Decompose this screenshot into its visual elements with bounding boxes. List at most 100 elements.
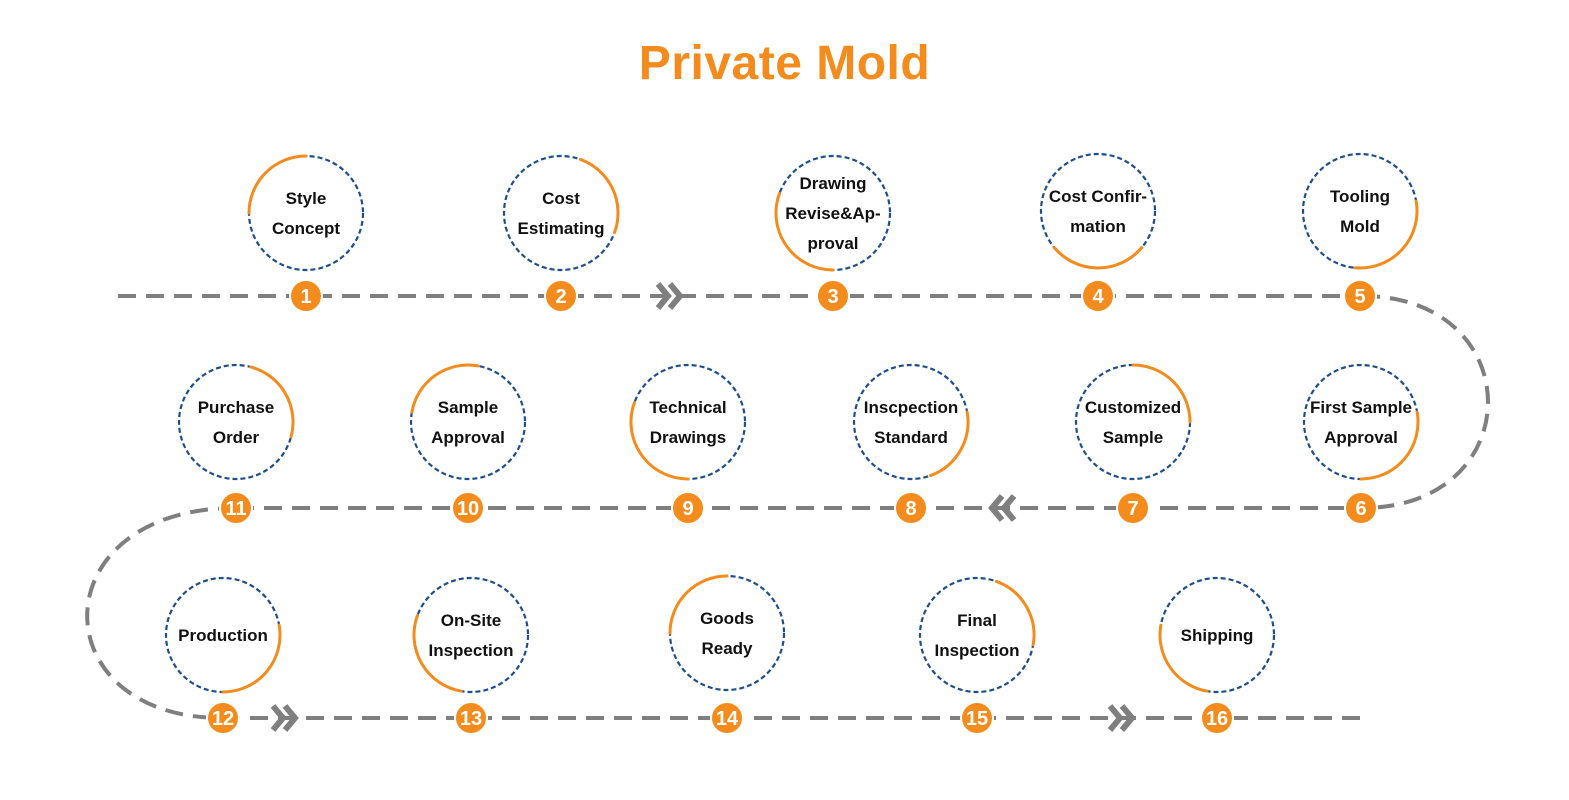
step-label-line: mation bbox=[1070, 217, 1126, 236]
step-number-badge bbox=[206, 701, 240, 735]
step-label-line: Approval bbox=[431, 428, 505, 447]
step-ring-accent bbox=[629, 401, 690, 481]
step-number: 13 bbox=[460, 708, 482, 730]
step-label-line: Sample bbox=[438, 398, 498, 417]
step-ring-accent bbox=[221, 623, 282, 694]
step-number-badge bbox=[1200, 701, 1234, 735]
page-title: Private Mold bbox=[638, 37, 931, 90]
step-label-line: Approval bbox=[1324, 428, 1398, 447]
step-number: 1 bbox=[300, 286, 311, 308]
step-number: 3 bbox=[827, 286, 838, 308]
step-ring-accent bbox=[412, 614, 463, 693]
step-number: 15 bbox=[966, 708, 988, 730]
step-label-line: Production bbox=[178, 626, 268, 645]
step-label-line: Drawing bbox=[799, 174, 866, 193]
process-step: Cost Confir-mation 4 bbox=[1039, 152, 1157, 313]
step-label-line: Shipping bbox=[1181, 626, 1254, 645]
step-label-line: Inspection bbox=[934, 641, 1019, 660]
step-ring-accent bbox=[1158, 623, 1209, 693]
step-ring-accent bbox=[247, 154, 308, 215]
step-ring-accent bbox=[1353, 199, 1419, 270]
step-label-line: Style bbox=[286, 189, 327, 208]
flow-curve-left bbox=[85, 506, 237, 720]
step-number: 8 bbox=[905, 498, 916, 520]
step-label-line: Order bbox=[213, 428, 260, 447]
chevron-right-icon bbox=[1107, 704, 1136, 732]
step-number: 6 bbox=[1355, 498, 1366, 520]
step-number-badge bbox=[451, 491, 485, 525]
step-number-badge bbox=[289, 279, 323, 313]
step-label-line: Customized bbox=[1085, 398, 1181, 417]
step-label-line: Sample bbox=[1103, 428, 1163, 447]
step-label-line: Mold bbox=[1340, 217, 1380, 236]
step-number: 11 bbox=[225, 498, 246, 520]
chevron-right-icon bbox=[655, 282, 684, 310]
step-label-line: Drawings bbox=[650, 428, 727, 447]
step-label-line: Ready bbox=[701, 639, 753, 658]
chevron-left-icon bbox=[988, 494, 1017, 522]
flow-curve-right bbox=[1361, 294, 1490, 510]
step-label-line: Purchase bbox=[198, 398, 275, 417]
step-number-badge bbox=[894, 491, 928, 525]
step-number-badge bbox=[671, 491, 705, 525]
step-ring-accent bbox=[1131, 363, 1192, 424]
step-label-line: Standard bbox=[874, 428, 948, 447]
step-label-line: Goods bbox=[700, 609, 754, 628]
step-number-badge bbox=[1344, 491, 1378, 525]
step-label-line: Concept bbox=[272, 219, 340, 238]
step-label-line: Cost bbox=[542, 189, 580, 208]
step-label-line: Technical bbox=[649, 398, 726, 417]
step-ring-accent bbox=[249, 365, 295, 439]
step-label-line: Estimating bbox=[518, 219, 605, 238]
step-number-badge bbox=[960, 701, 994, 735]
step-ring-accent bbox=[410, 363, 480, 414]
step-number-badge bbox=[710, 701, 744, 735]
step-label-line: Inspection bbox=[428, 641, 513, 660]
step-number: 9 bbox=[682, 498, 693, 520]
step-label: Shipping bbox=[1181, 626, 1254, 645]
step-ring-accent bbox=[1359, 410, 1420, 481]
step-label-line: proval bbox=[807, 234, 858, 253]
step-ring-accent bbox=[929, 410, 970, 478]
step-number-badge bbox=[454, 701, 488, 735]
step-number: 10 bbox=[457, 498, 479, 520]
step-label-line: On-Site bbox=[441, 611, 501, 630]
flow-path bbox=[85, 282, 1490, 732]
step-ring-accent bbox=[579, 157, 620, 234]
step-number-badge bbox=[219, 491, 253, 525]
step-ring-accent bbox=[995, 579, 1036, 647]
step-label-line: First Sample bbox=[1310, 398, 1412, 417]
step-number-badge bbox=[1081, 279, 1115, 313]
step-number: 5 bbox=[1354, 286, 1365, 308]
step-number: 4 bbox=[1092, 286, 1104, 308]
step-label: Cost Confir-mation bbox=[1049, 187, 1147, 236]
step-label-line: Revise&Ap- bbox=[785, 204, 880, 223]
step-label-line: Cost Confir- bbox=[1049, 187, 1147, 206]
step-number: 2 bbox=[555, 286, 566, 308]
